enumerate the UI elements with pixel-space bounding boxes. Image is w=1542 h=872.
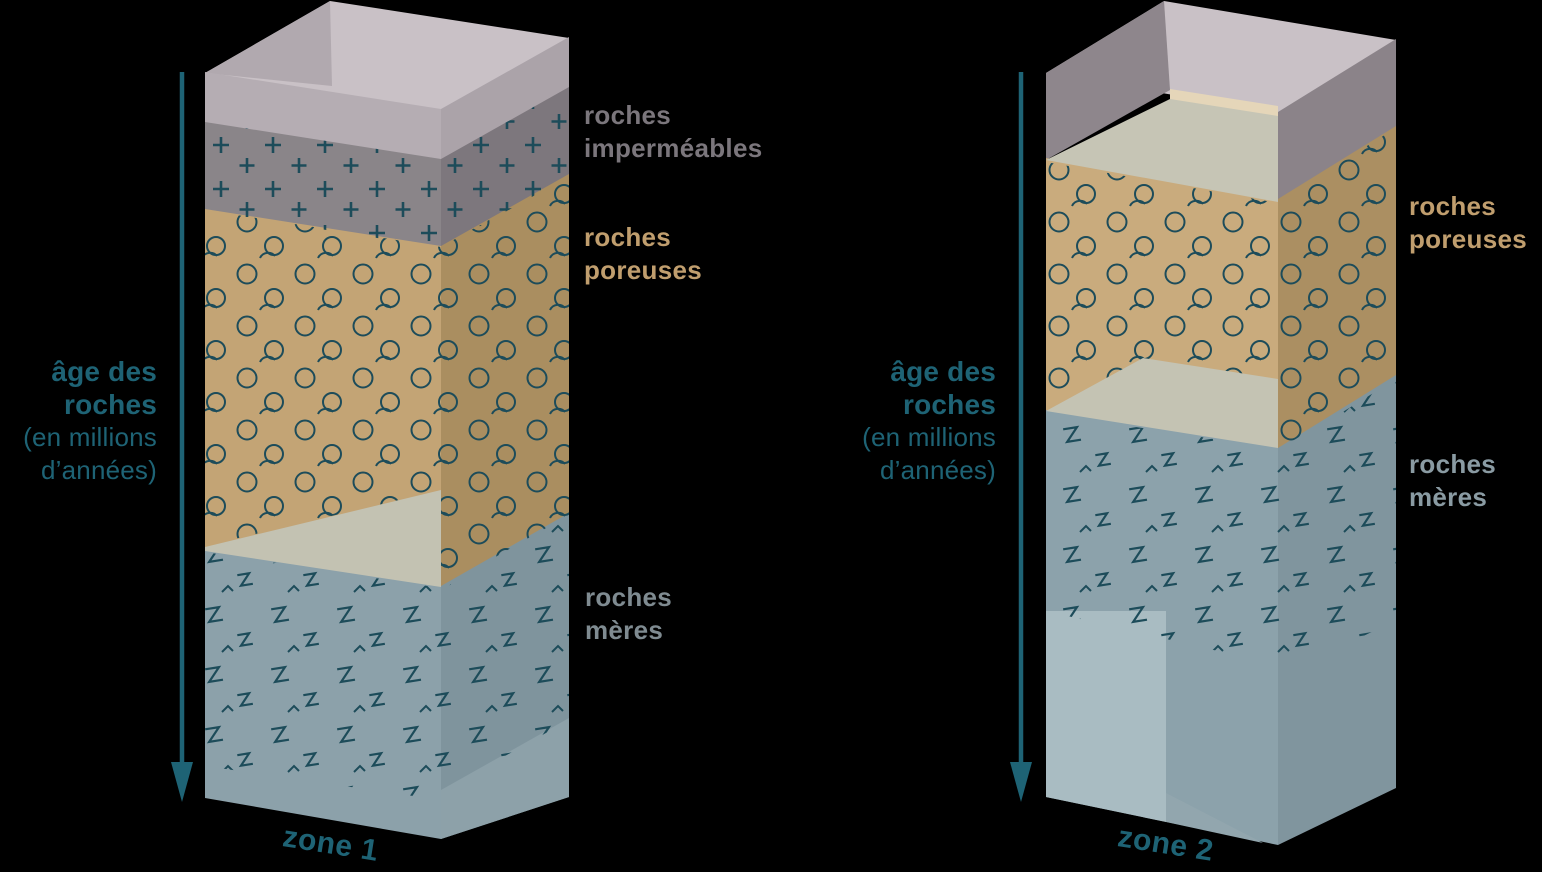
zone1-porous-rocks-label: roches poreuses (584, 221, 702, 287)
zone2-age-axis-label: âge des roches (en millions d’années) (839, 355, 996, 487)
label-line: (en millions (23, 422, 157, 452)
zone2-cap-side-face (1278, 39, 1396, 201)
zone2-source-rock-notch-floor (1166, 793, 1263, 843)
zone1-block (205, 1, 569, 839)
label-line: roches (63, 389, 157, 420)
zone1-porous-front-texture (205, 210, 441, 546)
zone2-porous-top-highlight-strip (1170, 89, 1278, 117)
label-line: roches (902, 389, 996, 420)
label-line: d’années) (880, 455, 996, 485)
label-line: mères (585, 615, 664, 645)
zone2-source-rock-front-texture (1046, 413, 1278, 665)
label-line: roches (1409, 191, 1497, 221)
zone2-exposed-step-face (1046, 358, 1278, 448)
label-line: âge des (890, 356, 996, 387)
zone2-porous-front-texture (1046, 162, 1278, 411)
zone1-top-face-shaded-corner (205, 1, 332, 86)
zone1-impermeable-rocks-label: roches imperméables (584, 99, 762, 165)
label-line: mères (1409, 482, 1488, 512)
zone1-age-arrow (171, 72, 193, 802)
zone1-age-arrowhead-icon (171, 762, 193, 802)
label-line: roches (584, 222, 672, 252)
zone1-impermeable-front-texture (205, 122, 441, 248)
zone1-source-rock-side-light-band (441, 718, 569, 839)
zone1-age-axis-label: âge des roches (en millions d’années) (0, 355, 157, 487)
zone2-block (1046, 1, 1396, 845)
zone1-porous-side-texture (441, 175, 569, 588)
label-line: imperméables (584, 133, 763, 163)
zone1-source-rock-side-texture (441, 517, 569, 792)
zone2-cap-inner-wall (1046, 1, 1170, 160)
zone1-source-rocks-label: roches mères (585, 581, 672, 647)
label-line: d’années) (41, 455, 157, 485)
zone1-cap-side-face (441, 37, 569, 161)
zone2-source-rock-notch-highlight (1046, 611, 1166, 822)
label-line: roches (584, 100, 672, 130)
zone2-age-arrowhead-icon (1010, 762, 1032, 802)
zone2-source-rock-side-texture (1278, 379, 1396, 678)
label-line: (en millions (862, 422, 996, 452)
zone2-source-rocks-label: roches mères (1409, 448, 1496, 514)
label-line: roches (1409, 449, 1497, 479)
zone1-cap-front-face (205, 72, 441, 161)
zone2-porous-side-texture (1278, 128, 1396, 450)
zone2-porous-exposed-top-face (1046, 99, 1278, 202)
label-line: roches (585, 582, 673, 612)
label-line: poreuses (1409, 224, 1528, 254)
zone1-source-rock-front-texture (205, 552, 441, 800)
label-line: poreuses (584, 255, 703, 285)
zone2-porous-rocks-label: roches poreuses (1409, 190, 1527, 256)
label-line: âge des (51, 356, 157, 387)
zone2-age-arrow (1010, 72, 1032, 802)
zone1-impermeable-side-texture (441, 87, 569, 248)
zone1-exposed-step-face (205, 490, 441, 587)
